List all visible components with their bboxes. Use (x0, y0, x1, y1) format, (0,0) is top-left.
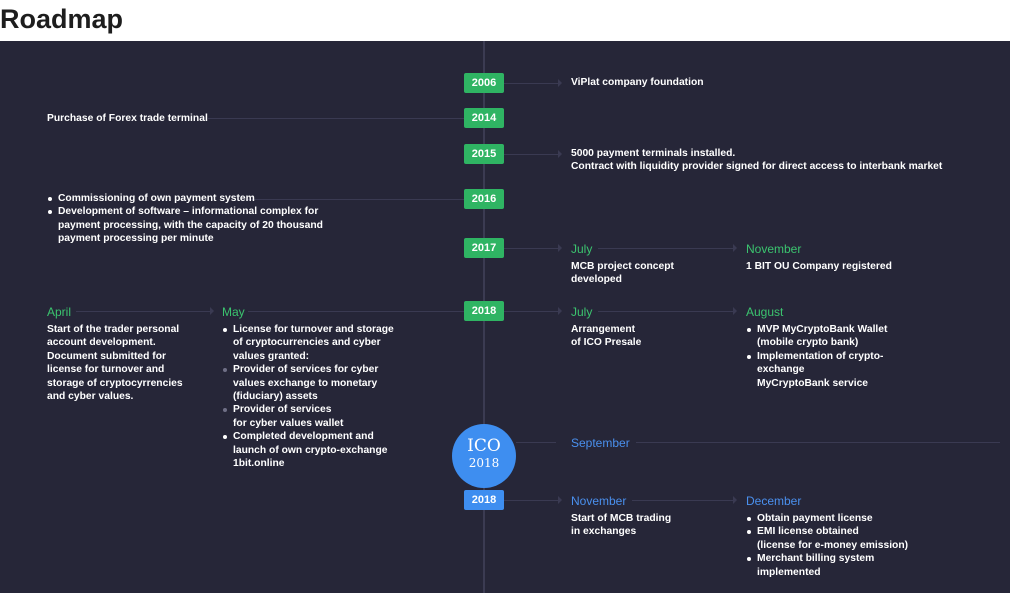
event-2016-list: Commissioning of own payment system Deve… (47, 192, 323, 246)
year-badge-2017: 2017 (464, 238, 504, 258)
list-item: MVP MyCryptoBank Wallet (mobile crypto b… (746, 323, 887, 350)
event-2018-april: Start of the trader personal account dev… (47, 324, 183, 403)
event-line: 5000 payment terminals installed. (571, 148, 736, 159)
event-2018-december-list: Obtain payment license EMI license obtai… (746, 512, 908, 579)
year-badge-2006: 2006 (464, 73, 504, 93)
year-badge-2014: 2014 (464, 108, 504, 128)
connector (516, 442, 556, 443)
list-item: Development of software – informational … (47, 205, 323, 245)
connector (208, 118, 464, 119)
year-badge-2015: 2015 (464, 144, 504, 164)
event-2017-november: 1 BIT OU Company registered (746, 261, 892, 272)
event-2018-november: Start of MCB trading in exchanges (571, 513, 672, 538)
connector (76, 311, 210, 312)
list-item: Completed development and launch of own … (222, 430, 394, 470)
month-september-2018: September (571, 436, 630, 450)
month-july-2017: July (571, 242, 593, 256)
ico-label: ICO (467, 436, 501, 456)
chevron-right-icon (558, 244, 562, 252)
connector (598, 248, 733, 249)
event-2006: ViPlat company foundation (571, 77, 704, 88)
chevron-right-icon (558, 496, 562, 504)
month-november-2018: November (571, 494, 627, 508)
month-december-2018: December (746, 494, 802, 508)
list-item: License for turnover and storage of cryp… (222, 323, 394, 363)
connector (636, 442, 1000, 443)
month-april-2018: April (47, 305, 72, 319)
chevron-right-icon (733, 307, 737, 315)
month-august-2018: August (746, 305, 784, 319)
list-item: Merchant billing system implemented (746, 552, 908, 579)
event-2018-may-list: License for turnover and storage of cryp… (222, 323, 394, 470)
year-badge-2018: 2018 (464, 301, 504, 321)
event-line: Contract with liquidity provider signed … (571, 161, 943, 173)
chevron-right-icon (558, 307, 562, 315)
list-item: Implementation of crypto- exchange MyCry… (746, 350, 887, 390)
connector (598, 311, 733, 312)
year-badge-2018-blue: 2018 (464, 490, 504, 510)
connector (632, 500, 733, 501)
month-november-2017: November (746, 242, 802, 256)
chevron-right-icon (558, 150, 562, 158)
roadmap-panel: 2006 2014 2015 2016 2017 2018 2018 ICO 2… (0, 41, 1010, 593)
connector (246, 199, 464, 200)
list-item: Commissioning of own payment system (47, 192, 323, 205)
event-2014: Purchase of Forex trade terminal (47, 113, 208, 124)
event-2015: 5000 payment terminals installed. Contra… (571, 147, 942, 174)
chevron-right-icon (558, 79, 562, 87)
connector (504, 311, 558, 312)
event-2017-july: MCB project concept developed (571, 261, 674, 286)
ico-2018-badge: ICO 2018 (452, 424, 516, 488)
chevron-right-icon (733, 496, 737, 504)
event-2018-july: Arrangement of ICO Presale (571, 324, 642, 349)
connector (504, 248, 558, 249)
connector (504, 83, 558, 84)
list-item: Provider of services for cyber values wa… (222, 403, 394, 430)
event-2018-august-list: MVP MyCryptoBank Wallet (mobile crypto b… (746, 323, 887, 390)
connector (504, 500, 558, 501)
connector (248, 311, 464, 312)
list-item: Obtain payment license (746, 512, 908, 525)
month-july-2018: July (571, 305, 593, 319)
chevron-right-icon (210, 307, 214, 315)
month-may-2018: May (222, 305, 245, 319)
year-badge-2016: 2016 (464, 189, 504, 209)
page-title: Roadmap (0, 4, 124, 34)
list-item: Provider of services for cyber values ex… (222, 363, 394, 403)
chevron-right-icon (733, 244, 737, 252)
list-item: EMI license obtained (license for e-mone… (746, 525, 908, 552)
connector (504, 154, 558, 155)
ico-year: 2018 (468, 456, 500, 470)
